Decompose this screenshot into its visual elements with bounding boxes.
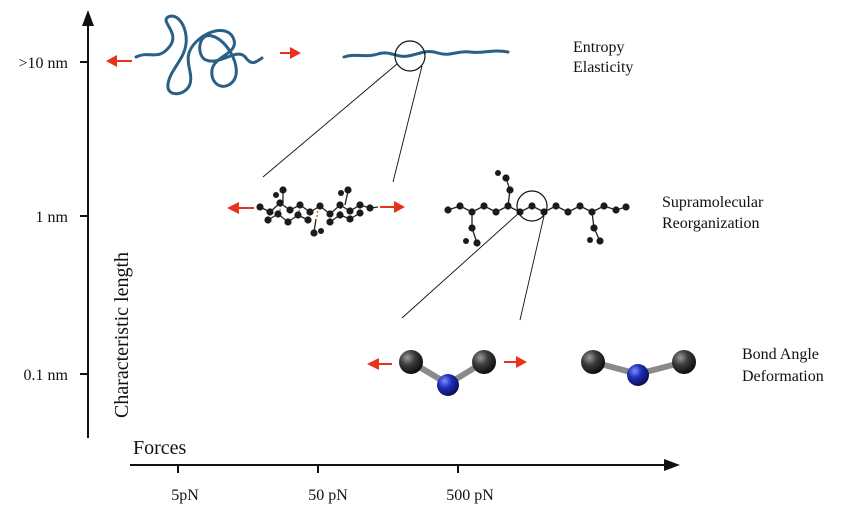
pull-arrow-left-icon bbox=[367, 358, 392, 370]
nitrogen-atom bbox=[437, 374, 459, 396]
pull-arrow-right-icon bbox=[380, 201, 405, 213]
stretched-bond-molecule bbox=[581, 350, 696, 386]
level-label: Elasticity bbox=[573, 59, 633, 76]
pull-arrow-left-icon bbox=[106, 55, 132, 67]
level-label: Reorganization bbox=[662, 215, 759, 232]
bent-molecule bbox=[399, 350, 496, 396]
bond-angle-level: Bond Angle Deformation bbox=[367, 346, 824, 396]
pull-arrow-right-icon bbox=[504, 356, 527, 368]
y-tick-label: 0.1 nm bbox=[24, 367, 69, 384]
pull-arrow-right-icon bbox=[280, 47, 301, 59]
x-tick-label: 5pN bbox=[171, 487, 199, 504]
zoom-guide-line bbox=[262, 63, 398, 178]
entropy-elasticity-level: Entropy Elasticity bbox=[106, 14, 633, 183]
y-axis-arrowhead bbox=[82, 10, 94, 26]
zoom-circle bbox=[516, 190, 548, 222]
zoom-circle bbox=[394, 40, 426, 72]
y-tick-label: >10 nm bbox=[19, 55, 69, 72]
level-label: Bond Angle bbox=[742, 346, 819, 363]
x-tick-label: 500 pN bbox=[446, 487, 494, 504]
level-label: Deformation bbox=[742, 368, 824, 385]
y-tick-label: 1 nm bbox=[36, 209, 69, 226]
carbon-atom bbox=[472, 350, 496, 374]
x-tick-label: 50 pN bbox=[308, 487, 348, 504]
folded-molecule-atoms bbox=[256, 186, 374, 237]
stretched-molecule-atoms bbox=[444, 170, 630, 247]
carbon-atom bbox=[399, 350, 423, 374]
y-axis-title: Characteristic length bbox=[111, 252, 133, 418]
zoom-guide-line bbox=[392, 65, 423, 183]
nitrogen-atom bbox=[627, 364, 649, 386]
supramolecular-level: Supramolecular Reorganization bbox=[227, 170, 764, 321]
carbon-atom bbox=[581, 350, 605, 374]
zoom-guide-line bbox=[401, 211, 521, 319]
carbon-atom bbox=[672, 350, 696, 374]
x-axis-arrowhead bbox=[664, 459, 680, 471]
x-axis-title: Forces bbox=[133, 437, 187, 459]
pull-arrow-left-icon bbox=[227, 202, 254, 214]
zoom-guide-line bbox=[519, 215, 545, 321]
level-label: Entropy bbox=[573, 39, 625, 56]
coiled-polymer-chain bbox=[134, 14, 264, 96]
stretched-polymer-chain bbox=[342, 49, 510, 59]
level-label: Supramolecular bbox=[662, 194, 764, 211]
